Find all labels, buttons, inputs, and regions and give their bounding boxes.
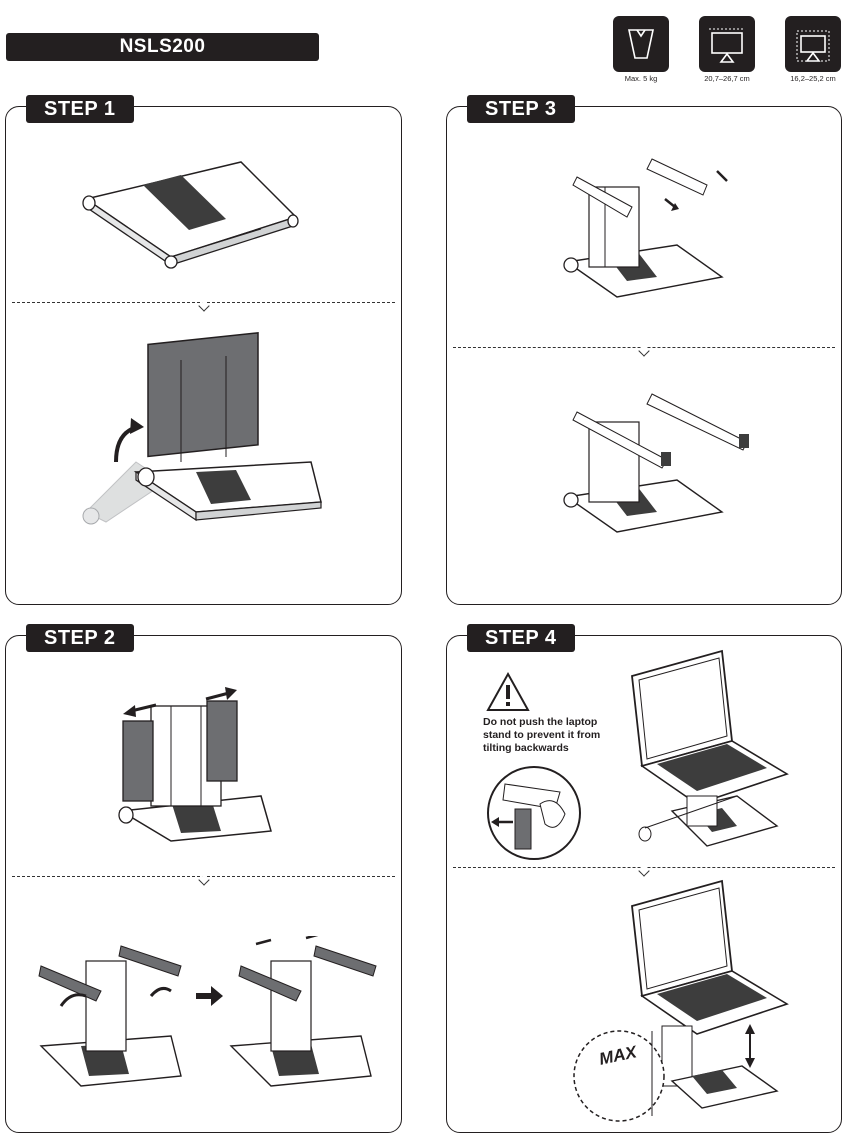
pull-out-arms-illustration <box>563 158 728 298</box>
spec-screen-depth-caption: 16,2–25,2 cm <box>790 74 836 83</box>
step-3-divider <box>453 347 835 348</box>
model-title-bar: NSLS200 <box>6 33 319 61</box>
spec-screen-size-caption: 20,7–26,7 cm <box>704 74 750 83</box>
step-3-panel: STEP 3 <box>446 95 842 605</box>
rotate-arms-illustration <box>38 936 377 1087</box>
spec-screen-size: 20,7–26,7 cm <box>696 16 758 83</box>
step-2-divider <box>12 876 395 877</box>
laptop-on-stand-illustration <box>631 649 789 847</box>
arms-extended-illustration <box>563 393 749 533</box>
step-1-divider <box>12 302 395 303</box>
warning-text: Do not push the laptop stand to prevent … <box>483 716 601 754</box>
folded-stand-illustration <box>82 161 299 269</box>
step-4-panel: STEP 4 MAX <box>446 624 842 1133</box>
step-2-panel: STEP 2 <box>5 624 402 1133</box>
unfold-stand-illustration <box>82 332 322 525</box>
extend-arms-illustration <box>118 687 272 842</box>
spec-weight-caption: Max. 5 kg <box>624 74 658 83</box>
screen-size-icon <box>699 16 755 72</box>
spec-weight: Max. 5 kg <box>610 16 672 83</box>
push-warning-illustration <box>487 766 581 860</box>
step-4-divider <box>453 867 835 868</box>
max-height-illustration <box>573 879 789 1122</box>
warning-icon <box>486 671 530 711</box>
model-name: NSLS200 <box>119 36 206 57</box>
step-4-label: STEP 4 <box>467 624 575 652</box>
step-3-label: STEP 3 <box>467 95 575 123</box>
step-1-label: STEP 1 <box>26 95 134 123</box>
weight-icon <box>613 16 669 72</box>
spec-screen-depth: 16,2–25,2 cm <box>782 16 844 83</box>
screen-depth-icon <box>785 16 841 72</box>
step-2-label: STEP 2 <box>26 624 134 652</box>
step-1-panel: STEP 1 <box>5 95 402 605</box>
